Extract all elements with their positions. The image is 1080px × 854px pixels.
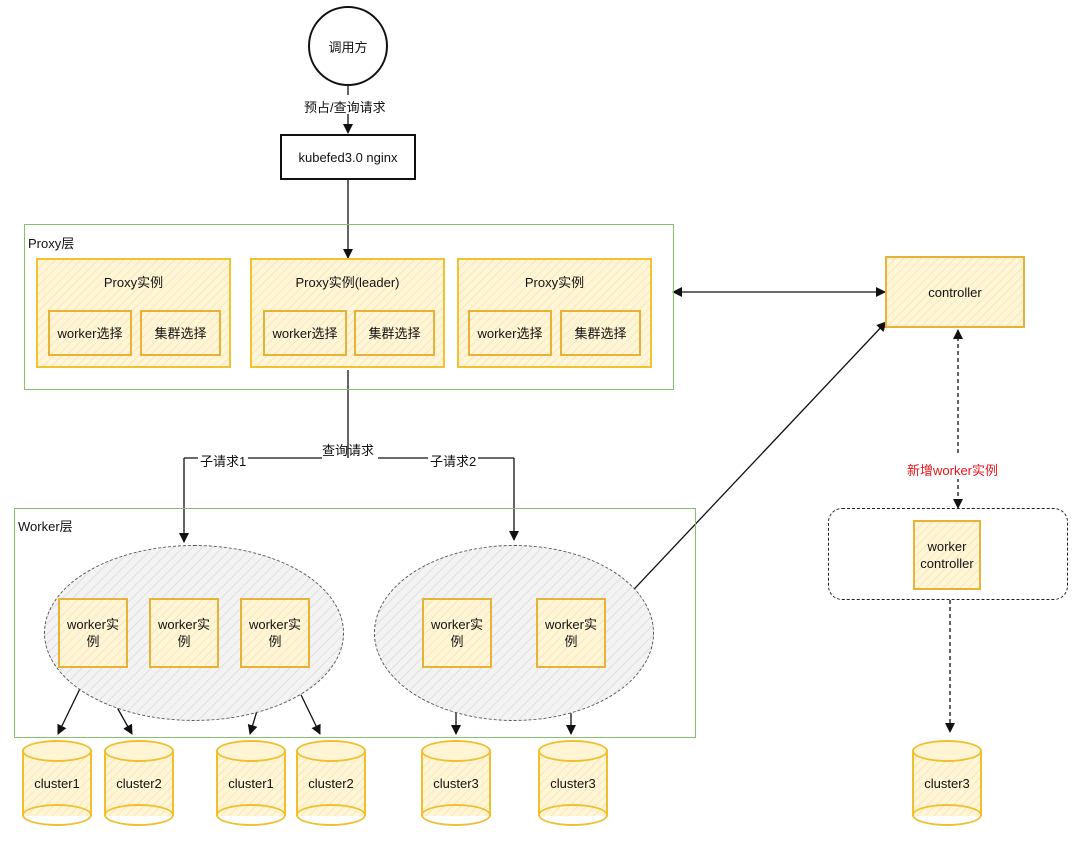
worker-instance-5-line2: 例 bbox=[564, 634, 578, 649]
new-worker-label: 新增worker实例 bbox=[907, 460, 999, 479]
worker-instance-3-line1: worker实 bbox=[248, 617, 301, 632]
nginx-label: kubefed3.0 nginx bbox=[298, 149, 398, 165]
worker-instance-2-line1: worker实 bbox=[157, 617, 210, 632]
proxy-instance-leader-title: Proxy实例(leader) bbox=[295, 275, 400, 290]
worker-instance-3: worker实 例 bbox=[240, 598, 310, 668]
caller-node: 调用方 bbox=[308, 6, 388, 86]
worker-layer-title: Worker层 bbox=[18, 519, 73, 534]
worker-controller-line1: worker bbox=[927, 539, 967, 554]
worker-instance-4: worker实 例 bbox=[422, 598, 492, 668]
worker-select-2: worker选择 bbox=[263, 310, 347, 356]
worker-instance-3-line2: 例 bbox=[268, 634, 282, 649]
proxy-instance-1-title: Proxy实例 bbox=[103, 275, 164, 290]
worker-controller-line2: controller bbox=[920, 556, 974, 571]
worker-controller-group bbox=[828, 508, 1068, 600]
worker-instance-4-line1: worker实 bbox=[430, 617, 483, 632]
arrow-controller-worker bbox=[604, 321, 887, 621]
query-label: 查询请求 bbox=[322, 443, 375, 458]
cluster-cylinder-1: cluster1 bbox=[22, 740, 92, 826]
cluster-label-2: cluster2 bbox=[116, 776, 162, 791]
proxy-layer-title: Proxy层 bbox=[28, 236, 75, 251]
worker-instance-5: worker实 例 bbox=[536, 598, 606, 668]
cluster-select-2: 集群选择 bbox=[354, 310, 435, 356]
cluster-cylinder-4: cluster2 bbox=[296, 740, 366, 826]
cluster-cylinder-7: cluster3 bbox=[912, 740, 982, 826]
cluster-cylinder-5: cluster3 bbox=[421, 740, 491, 826]
controller-label: controller bbox=[928, 284, 982, 300]
caller-label: 调用方 bbox=[328, 39, 368, 55]
cluster-label-4: cluster2 bbox=[308, 776, 354, 791]
cluster-select-3: 集群选择 bbox=[560, 310, 641, 356]
worker-instance-2-line2: 例 bbox=[177, 634, 191, 649]
nginx-node: kubefed3.0 nginx bbox=[280, 134, 416, 180]
worker-select-1: worker选择 bbox=[48, 310, 132, 356]
worker-controller-node: worker controller bbox=[913, 520, 981, 590]
proxy-instance-3-title: Proxy实例 bbox=[524, 275, 585, 290]
worker-instance-1-line1: worker实 bbox=[66, 617, 119, 632]
worker-layer bbox=[14, 508, 696, 738]
request-label: 预占/查询请求 bbox=[304, 100, 386, 115]
cluster-label-5: cluster3 bbox=[433, 776, 479, 791]
cluster-cylinder-2: cluster2 bbox=[104, 740, 174, 826]
cluster-cylinder-6: cluster3 bbox=[538, 740, 608, 826]
worker-instance-1: worker实 例 bbox=[58, 598, 128, 668]
worker-instance-2: worker实 例 bbox=[149, 598, 219, 668]
worker-select-1-label: worker选择 bbox=[57, 325, 123, 341]
worker-select-2-label: worker选择 bbox=[272, 325, 338, 341]
worker-select-3: worker选择 bbox=[468, 310, 552, 356]
cluster-label-3: cluster1 bbox=[228, 776, 274, 791]
sub-request-1-label: 子请求1 bbox=[198, 451, 249, 470]
cluster-label-6: cluster3 bbox=[550, 776, 596, 791]
cluster-select-3-label: 集群选择 bbox=[574, 325, 627, 341]
worker-instance-5-line1: worker实 bbox=[544, 617, 597, 632]
cluster-cylinder-3: cluster1 bbox=[216, 740, 286, 826]
cluster-label-7: cluster3 bbox=[924, 776, 970, 791]
cluster-select-1: 集群选择 bbox=[140, 310, 221, 356]
worker-instance-1-line2: 例 bbox=[86, 634, 100, 649]
controller-node: controller bbox=[885, 256, 1025, 328]
sub-request-2-label: 子请求2 bbox=[428, 451, 479, 470]
proxy-layer bbox=[24, 224, 674, 390]
cluster-label-1: cluster1 bbox=[34, 776, 80, 791]
worker-select-3-label: worker选择 bbox=[477, 325, 543, 341]
worker-instance-4-line2: 例 bbox=[450, 634, 464, 649]
worker-group-2 bbox=[374, 545, 654, 721]
cluster-select-1-label: 集群选择 bbox=[154, 325, 207, 341]
cluster-select-2-label: 集群选择 bbox=[368, 325, 421, 341]
